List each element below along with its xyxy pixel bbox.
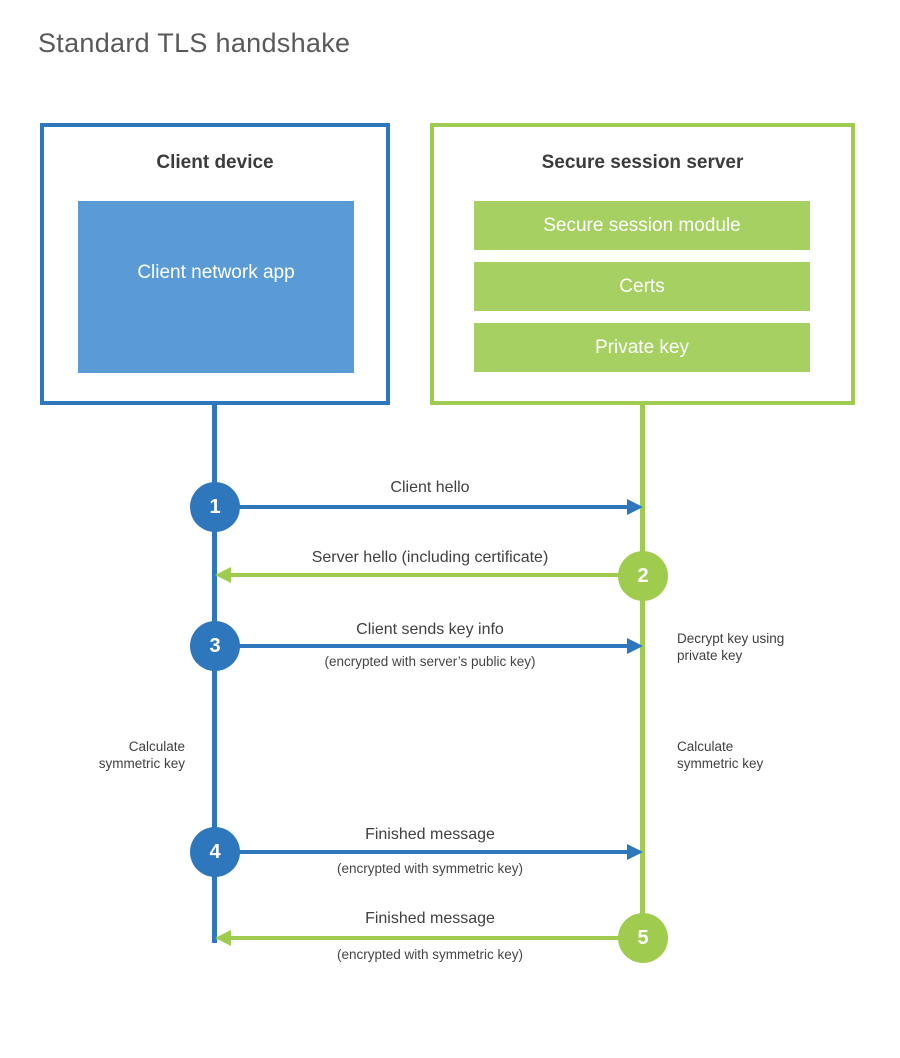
arrowhead-right-icon xyxy=(627,499,643,515)
arrowhead-right-icon xyxy=(627,844,643,860)
arrow-shaft xyxy=(215,505,629,509)
message-label-finished-message-client: Finished message xyxy=(365,826,495,843)
note-decrypt-key: Decrypt key using private key xyxy=(677,631,785,663)
note-calculate-symmetric-key-client: Calculate symmetric key xyxy=(98,739,185,771)
note-calculate-symmetric-key-server: Calculate symmetric key xyxy=(677,739,764,771)
secure-session-server-title: Secure session server xyxy=(541,152,744,173)
arrowhead-left-icon xyxy=(215,567,231,583)
step-circle-2: 2 xyxy=(618,551,668,601)
arrowhead-right-icon xyxy=(627,638,643,654)
step-circle-1: 1 xyxy=(190,482,240,532)
step-circle-3: 3 xyxy=(190,621,240,671)
message-sublabel-encrypted-public-key: (encrypted with server’s public key) xyxy=(324,654,536,669)
message-label-client-sends-key-info: Client sends key info xyxy=(356,621,504,638)
message-label-server-hello: Server hello (including certificate) xyxy=(311,549,549,566)
message-sublabel-encrypted-symmetric-key-server: (encrypted with symmetric key) xyxy=(336,947,524,962)
message-label-client-hello: Client hello xyxy=(390,479,470,496)
arrow-shaft xyxy=(229,573,643,577)
server-module-certs: Certs xyxy=(474,262,810,311)
arrowhead-left-icon xyxy=(215,930,231,946)
message-sublabel-encrypted-symmetric-key-client: (encrypted with symmetric key) xyxy=(336,861,524,876)
page-title: Standard TLS handshake xyxy=(38,28,351,58)
server-lifeline xyxy=(640,405,645,940)
client-device-title: Client device xyxy=(156,152,274,173)
server-module-secure-session-module: Secure session module xyxy=(474,201,810,250)
step-circle-4: 4 xyxy=(190,827,240,877)
step-circle-5: 5 xyxy=(618,913,668,963)
message-label-finished-message-server: Finished message xyxy=(365,910,495,927)
client-network-app-label: Client network app xyxy=(137,261,295,283)
arrow-shaft xyxy=(229,936,643,940)
arrow-shaft xyxy=(215,850,629,854)
client-lifeline xyxy=(212,405,217,943)
arrow-shaft xyxy=(215,644,629,648)
client-network-app-box: Client network app xyxy=(78,201,354,373)
server-module-private-key: Private key xyxy=(474,323,810,372)
